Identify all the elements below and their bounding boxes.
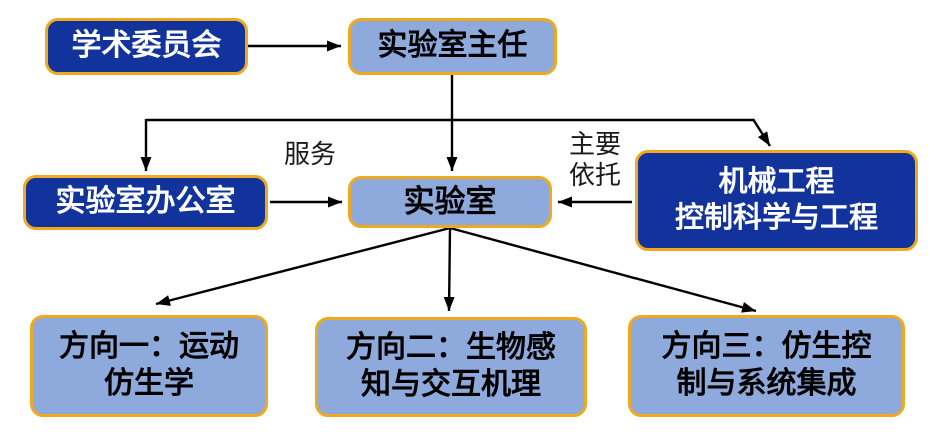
- edge-laboratory-direction2: [443, 227, 455, 312]
- edge-label-rely-line1: 主要: [568, 129, 621, 159]
- edge-laboratory-direction1: [155, 226, 451, 306]
- edge-label-rely-line2: 依托: [568, 159, 621, 190]
- node-direction2: 方向二：生物感 知与交互机理: [315, 317, 587, 417]
- node-laboratory-label: 实验室: [403, 184, 497, 220]
- node-host-school-line1: 机械工程: [718, 166, 835, 199]
- node-lab-office: 实验室办公室: [23, 175, 268, 230]
- edge-rail-school: [751, 118, 772, 147]
- node-laboratory: 实验室: [348, 176, 552, 228]
- node-host-school-line2: 控制科学与工程: [674, 201, 878, 234]
- node-lab-director: 实验室主任: [348, 18, 557, 75]
- node-academic-committee-label: 学术委员会: [71, 29, 222, 63]
- node-direction3-line1: 方向三：仿生控: [661, 330, 872, 364]
- node-direction2-line1: 方向二：生物感: [346, 331, 556, 365]
- node-host-school: 机械工程 控制科学与工程: [635, 150, 918, 251]
- node-direction1-line2: 仿生学: [104, 367, 194, 400]
- node-direction1: 方向一：运动 仿生学: [30, 315, 268, 417]
- edge-label-rely: 主要 依托: [558, 129, 632, 190]
- node-direction3-line2: 制与系统集成: [676, 367, 857, 400]
- edge-label-service: 服务: [283, 139, 336, 169]
- node-academic-committee: 学术委员会: [45, 18, 248, 75]
- node-lab-office-label: 实验室办公室: [55, 185, 236, 219]
- node-lab-director-label: 实验室主任: [377, 29, 528, 63]
- node-direction2-line2: 知与交互机理: [361, 368, 541, 401]
- node-direction3: 方向三：仿生控 制与系统集成: [628, 315, 905, 417]
- node-direction1-line1: 方向一：运动: [59, 330, 239, 364]
